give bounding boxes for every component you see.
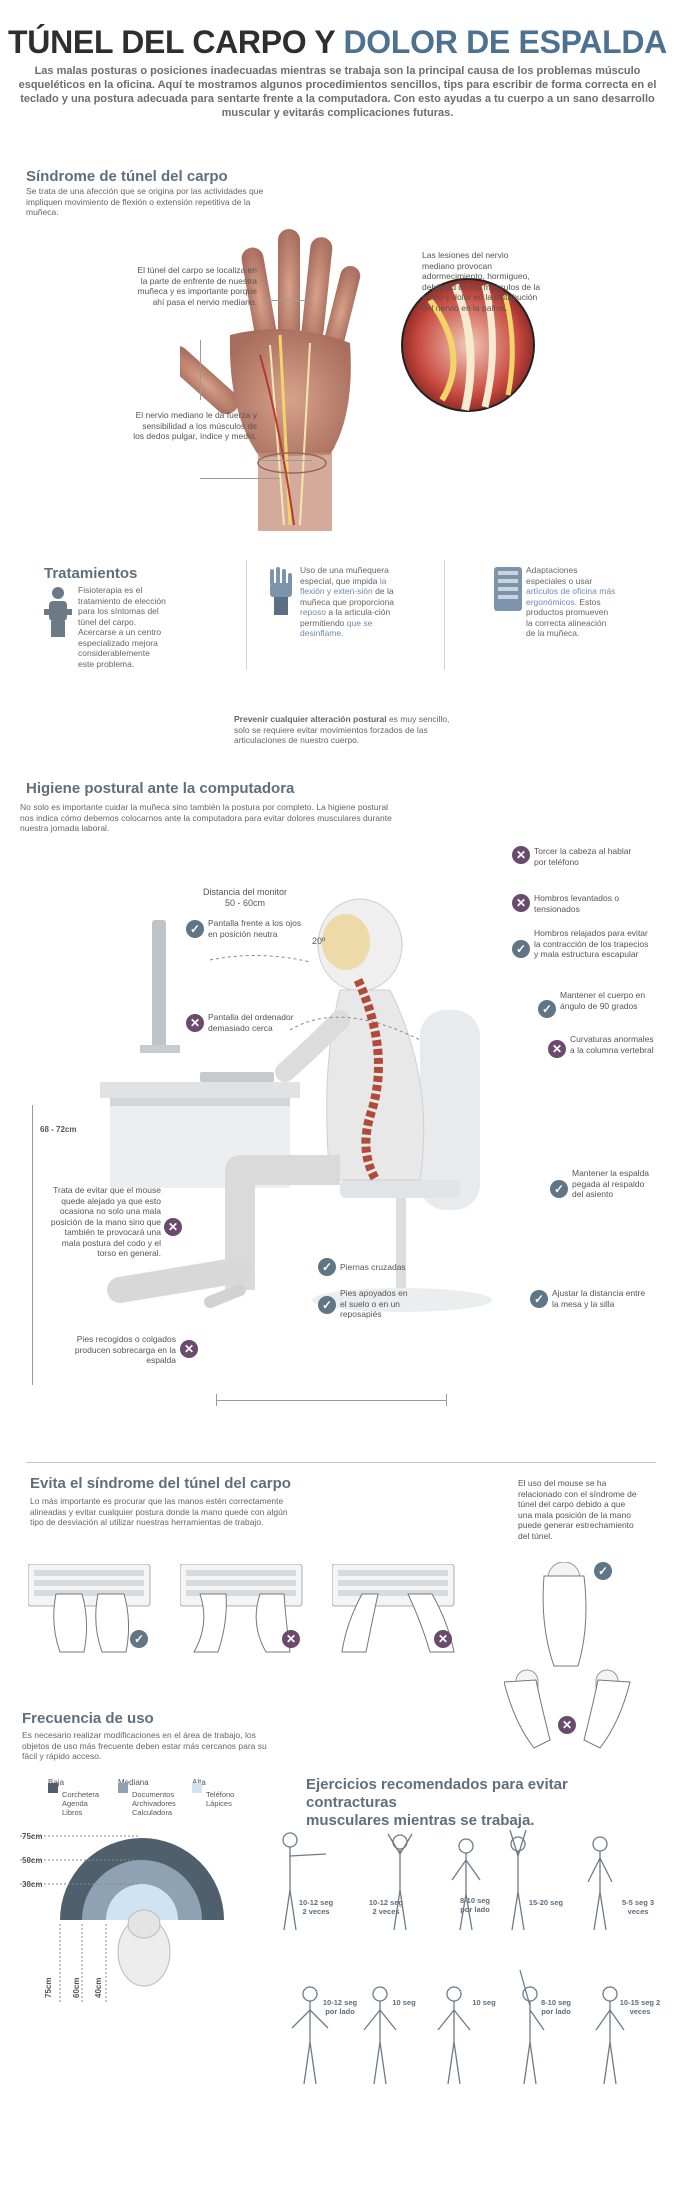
exercises-title: Ejercicios recomendados para evitar cont… [306,1776,568,1829]
posture-desc: No solo es importante cuidar la muñeca s… [20,802,392,833]
treatment-brace: Uso de una muñequera especial, que impid… [300,565,395,638]
wrist-brace-icon [270,567,292,615]
treatments-title: Tratamientos [44,565,138,582]
note-shoulders-relaxed: Hombros relajados para evitar la contrac… [534,928,649,959]
cross-icon: ✕ [512,894,530,912]
mouse-hands-illustration [504,1562,631,1749]
legend-items-medium: Documentos Archivadores Calculadora [132,1789,176,1817]
keyboard-hands-wrong-1 [180,1564,303,1653]
mouse-note: El uso del mouse se ha relacionado con e… [518,1478,637,1541]
note-screen-front: Pantalla frente a los ojos en posición n… [208,918,302,939]
distance-75: 75cm [22,1832,43,1841]
legend-level-high: Alta [192,1778,206,1787]
exercise-label-10: 10-15 seg 2 veces [619,1997,661,2016]
desk-height-label: 68 - 72cm [40,1125,77,1134]
distance-50: 50cm [22,1856,43,1865]
legend-swatch-high [192,1783,202,1793]
carpal-desc: Se trata de una afección que se origina … [26,186,264,217]
exercise-label-5: 5-5 seg 3 veces [621,1897,655,1916]
distance-30: 30cm [22,1880,43,1889]
treatment-ergonomic: Adaptaciones especiales o usar artículos… [526,565,616,638]
cross-icon: ✕ [282,1630,300,1648]
note-adjust-distance: Ajustar la distancia entre la mesa y la … [552,1288,646,1309]
exercise-label-2: 10-12 seg 2 veces [368,1897,404,1916]
frequency-title: Frecuencia de uso [22,1710,154,1727]
check-icon: ✓ [550,1180,568,1198]
cross-icon: ✕ [186,1014,204,1032]
cross-icon: ✕ [180,1340,198,1358]
title-part-1: TÚNEL DEL CARPO Y [8,24,335,60]
check-icon: ✓ [186,920,204,938]
note-mouse-far: Trata de evitar que el mouse quede aleja… [50,1185,161,1258]
exercise-label-7: 10 seg [392,1997,416,2007]
hand-anatomy-illustration [180,229,535,531]
legend-swatch-medium [118,1783,128,1793]
legend-items-low: Corchetera Agenda Libros [62,1789,100,1817]
monitor-angle-label: 20º [312,936,326,946]
legend-level-medium: Mediana [118,1778,149,1787]
check-icon: ✓ [130,1630,148,1648]
legend-level-low: Baja [48,1778,64,1787]
avoid-title: Evita el síndrome del túnel del carpo [30,1475,291,1492]
check-icon: ✓ [318,1296,336,1314]
posture-illustration [100,898,492,1312]
posture-title: Higiene postural ante la computadora [26,780,295,797]
exercise-label-3: 8-10 seg por lado [459,1895,491,1914]
exercise-label-9: 8-10 seg por lado [540,1997,572,2016]
note-twist-head: Torcer la cabeza al hablar por teléfono [534,846,632,867]
cross-icon: ✕ [558,1716,576,1734]
carpal-note-nerve: El nervio mediano le da fuerza y sensibi… [133,410,257,441]
carpal-note-lesions: Las lesiones del nervio mediano provocan… [422,250,541,313]
physiotherapy-icon [44,587,72,637]
check-icon: ✓ [512,940,530,958]
frequency-zones-diagram [20,1835,224,2004]
title-part-2: DOLOR DE ESPALDA [343,24,667,60]
cross-icon: ✕ [434,1630,452,1648]
cross-icon: ✕ [548,1040,566,1058]
carpal-note-tunnel: El túnel del carpo se localiza en la par… [137,265,257,307]
vertical-distance-40: 40cm [94,1977,103,1998]
avoid-desc: Lo más importante es procurar que las ma… [30,1496,288,1527]
check-icon: ✓ [318,1258,336,1276]
treatment-physio: Fisioterapia es el tratamiento de elecci… [78,585,166,669]
note-feet-hanging: Pies recogidos o colgados producen sobre… [74,1334,176,1365]
exercise-label-6: 10-12 seg por lado [322,1997,358,2016]
note-body-90: Mantener el cuerpo en ángulo de 90 grado… [560,990,646,1011]
exercise-label-8: 10 seg [472,1997,496,2007]
keyboard-hands-correct [28,1564,151,1653]
exercise-label-1: 10-12 seg 2 veces [298,1897,334,1916]
exercise-label-4: 15-20 seg [528,1897,564,1907]
ergonomic-keyboard-icon [494,567,522,611]
exercise-figures [282,1830,625,2085]
note-curves: Curvaturas anormales a la columna verteb… [570,1034,654,1055]
note-shoulders-up: Hombros levantados o tensionados [534,893,620,914]
note-legs-crossed: Piernas cruzadas [340,1262,406,1272]
check-icon: ✓ [594,1562,612,1580]
cross-icon: ✕ [164,1218,182,1236]
page-title: TÚNEL DEL CARPO Y DOLOR DE ESPALDA [0,24,675,60]
note-feet-floor: Pies apoyados en el suelo o en un reposa… [340,1288,408,1319]
check-icon: ✓ [538,1000,556,1018]
legend-items-high: Teléfono Lápices [206,1789,235,1808]
vertical-distance-60: 60cm [72,1977,81,1998]
prevent-text: Prevenir cualquier alteración postural e… [234,714,450,745]
keyboard-hands-wrong-2 [332,1564,455,1653]
legend-swatch-low [48,1783,58,1793]
check-icon: ✓ [530,1290,548,1308]
carpal-title: Síndrome de túnel del carpo [26,168,228,185]
vertical-distance-75: 75cm [44,1977,53,1998]
cross-icon: ✕ [512,846,530,864]
frequency-desc: Es necesario realizar modificaciones en … [22,1730,267,1761]
note-back-glued: Mantener la espalda pegada al respaldo d… [572,1168,650,1199]
intro-text: Las malas posturas o posiciones inadecua… [18,65,657,119]
note-screen-close: Pantalla del ordenador demasiado cerca [208,1012,294,1033]
